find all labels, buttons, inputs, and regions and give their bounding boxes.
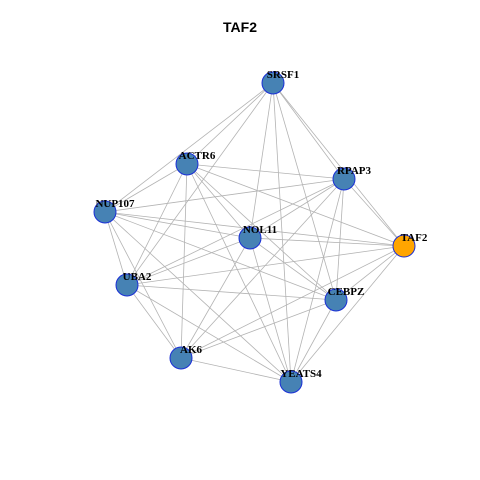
- edge-nup107-cebpz: [104, 211, 337, 301]
- node-label-uba2: UBA2: [123, 271, 152, 283]
- edge-rpap3-taf2: [343, 178, 405, 247]
- edge-taf2-uba2: [126, 245, 405, 286]
- edge-nup107-nol11: [104, 211, 251, 239]
- node-label-nol11: NOL11: [243, 224, 277, 236]
- nodes-layer: [93, 71, 416, 394]
- edge-uba2-cebpz: [126, 284, 337, 301]
- node-actr6: [175, 152, 199, 176]
- edge-nol11-ak6: [180, 237, 251, 359]
- node-ak6: [169, 346, 193, 370]
- edge-actr6-cebpz: [186, 163, 337, 301]
- node-label-taf2: TAF2: [401, 232, 428, 244]
- edge-rpap3-nup107: [104, 178, 345, 213]
- edge-taf2-ak6: [180, 245, 405, 359]
- edge-srsf1-uba2: [126, 82, 274, 286]
- node-rpap3: [332, 167, 356, 191]
- edge-actr6-rpap3: [186, 163, 345, 180]
- edges-layer: [104, 82, 405, 383]
- edge-actr6-yeats4: [186, 163, 292, 383]
- edge-actr6-ak6: [180, 163, 188, 359]
- node-taf2: [392, 234, 416, 258]
- edge-nol11-taf2: [249, 237, 405, 247]
- edge-uba2-yeats4: [126, 284, 292, 383]
- figure-title: TAF2: [223, 19, 257, 35]
- edge-cebpz-ak6: [180, 299, 337, 359]
- node-label-ak6: AK6: [180, 344, 203, 356]
- node-yeats4: [279, 370, 303, 394]
- edge-nol11-uba2: [126, 237, 251, 286]
- edge-nup107-yeats4: [104, 211, 292, 383]
- node-label-nup107: NUP107: [95, 198, 135, 210]
- edge-taf2-cebpz: [335, 245, 405, 301]
- edge-srsf1-nup107: [104, 82, 274, 213]
- edge-rpap3-uba2: [126, 178, 345, 286]
- edge-srsf1-taf2: [272, 82, 405, 247]
- edge-srsf1-cebpz: [272, 82, 337, 301]
- edge-ak6-yeats4: [180, 357, 292, 383]
- node-label-yeats4: YEATS4: [280, 368, 322, 380]
- edge-rpap3-nol11: [249, 178, 345, 239]
- edge-rpap3-cebpz: [335, 178, 345, 301]
- edge-uba2-ak6: [126, 284, 182, 359]
- node-nup107: [93, 200, 117, 224]
- edge-nup107-uba2: [104, 211, 128, 286]
- node-label-rpap3: RPAP3: [337, 165, 372, 177]
- edge-nol11-cebpz: [249, 237, 337, 301]
- edge-rpap3-ak6: [180, 178, 345, 359]
- node-label-actr6: ACTR6: [179, 150, 216, 162]
- edge-srsf1-nol11: [249, 82, 274, 239]
- node-uba2: [115, 273, 139, 297]
- edge-rpap3-yeats4: [290, 178, 345, 383]
- edge-actr6-taf2: [186, 163, 405, 247]
- edge-srsf1-rpap3: [272, 82, 345, 180]
- node-nol11: [238, 226, 262, 250]
- edge-nol11-yeats4: [249, 237, 292, 383]
- edge-srsf1-actr6: [186, 82, 274, 165]
- edge-actr6-nol11: [186, 163, 251, 239]
- edge-taf2-yeats4: [290, 245, 405, 383]
- edge-actr6-uba2: [126, 163, 188, 286]
- edge-actr6-nup107: [104, 163, 188, 213]
- node-srsf1: [261, 71, 285, 95]
- node-label-cebpz: CEBPZ: [328, 286, 365, 298]
- node-label-srsf1: SRSF1: [267, 69, 299, 81]
- edge-nup107-ak6: [104, 211, 182, 359]
- edge-cebpz-yeats4: [290, 299, 337, 383]
- node-cebpz: [324, 288, 348, 312]
